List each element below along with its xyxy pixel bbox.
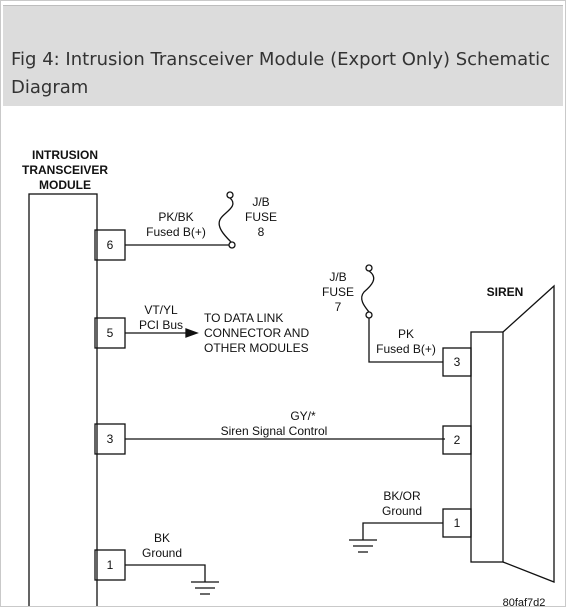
siren-pin-3-number: 3 bbox=[454, 355, 461, 369]
pci-color: VT/YL bbox=[144, 303, 178, 317]
module-label-line-3: MODULE bbox=[39, 178, 91, 192]
module-label-line-2: TRANSCEIVER bbox=[22, 163, 108, 177]
fuse8-line-1: J/B bbox=[252, 195, 269, 209]
fuse8-line-3: 8 bbox=[258, 225, 265, 239]
schematic-diagram: INTRUSION TRANSCEIVER MODULE SIREN 6 5 3… bbox=[3, 106, 563, 606]
module-pin-5-number: 5 bbox=[107, 326, 114, 340]
fuse8-terminal-top bbox=[226, 191, 234, 199]
module-label-line-1: INTRUSION bbox=[32, 148, 98, 162]
fuse7-line-3: 7 bbox=[335, 300, 342, 314]
fuse7-line-1: J/B bbox=[329, 270, 346, 284]
fuse7-terminal-bottom bbox=[365, 311, 373, 319]
siren-ground-symbol bbox=[349, 539, 377, 553]
pci-desc: PCI Bus bbox=[139, 318, 183, 332]
fuse8-link bbox=[218, 197, 234, 243]
fuse7-line-2: FUSE bbox=[322, 285, 354, 299]
pci-arrow bbox=[185, 328, 199, 338]
siren-pin-2-box bbox=[442, 425, 472, 455]
wire-fused-right bbox=[368, 318, 443, 363]
siren-body bbox=[470, 331, 504, 563]
siren-ground-desc: Ground bbox=[382, 504, 422, 518]
reference-code: 80faf7d2 bbox=[503, 597, 546, 606]
figure-title: Fig 4: Intrusion Transceiver Module (Exp… bbox=[11, 49, 551, 98]
siren-signal-desc: Siren Signal Control bbox=[221, 424, 328, 438]
module-ground-color: BK bbox=[154, 531, 170, 545]
siren-pin-1-number: 1 bbox=[454, 516, 461, 530]
module-pin-6-number: 6 bbox=[107, 238, 114, 252]
fuse8-terminal-bottom bbox=[228, 241, 236, 249]
wire-siren-ground bbox=[362, 522, 443, 540]
fused-left-color: PK/BK bbox=[158, 210, 193, 224]
module-ground-desc: Ground bbox=[142, 546, 182, 560]
siren-horn bbox=[502, 284, 555, 583]
fuse8-line-2: FUSE bbox=[245, 210, 277, 224]
module-body bbox=[28, 193, 98, 606]
fused-left-desc: Fused B(+) bbox=[146, 225, 206, 239]
fuse7-link bbox=[361, 270, 375, 313]
module-ground-symbol bbox=[191, 581, 219, 595]
fuse7-terminal-top bbox=[365, 264, 373, 272]
schematic-svg: INTRUSION TRANSCEIVER MODULE SIREN 6 5 3… bbox=[22, 148, 555, 606]
module-pin-3-number: 3 bbox=[107, 432, 114, 446]
siren-pin-2-number: 2 bbox=[454, 433, 461, 447]
data-link-line-2: CONNECTOR AND bbox=[204, 326, 309, 340]
wire-module-ground bbox=[125, 564, 206, 582]
data-link-line-3: OTHER MODULES bbox=[204, 341, 309, 355]
fused-right-color: PK bbox=[398, 327, 414, 341]
siren-ground-color: BK/OR bbox=[383, 489, 421, 503]
siren-label: SIREN bbox=[487, 285, 524, 299]
siren-signal-color: GY/* bbox=[290, 409, 316, 423]
figure-header bbox=[3, 5, 563, 106]
fused-right-desc: Fused B(+) bbox=[376, 342, 436, 356]
data-link-line-1: TO DATA LINK bbox=[204, 311, 283, 325]
module-pin-1-number: 1 bbox=[107, 558, 114, 572]
